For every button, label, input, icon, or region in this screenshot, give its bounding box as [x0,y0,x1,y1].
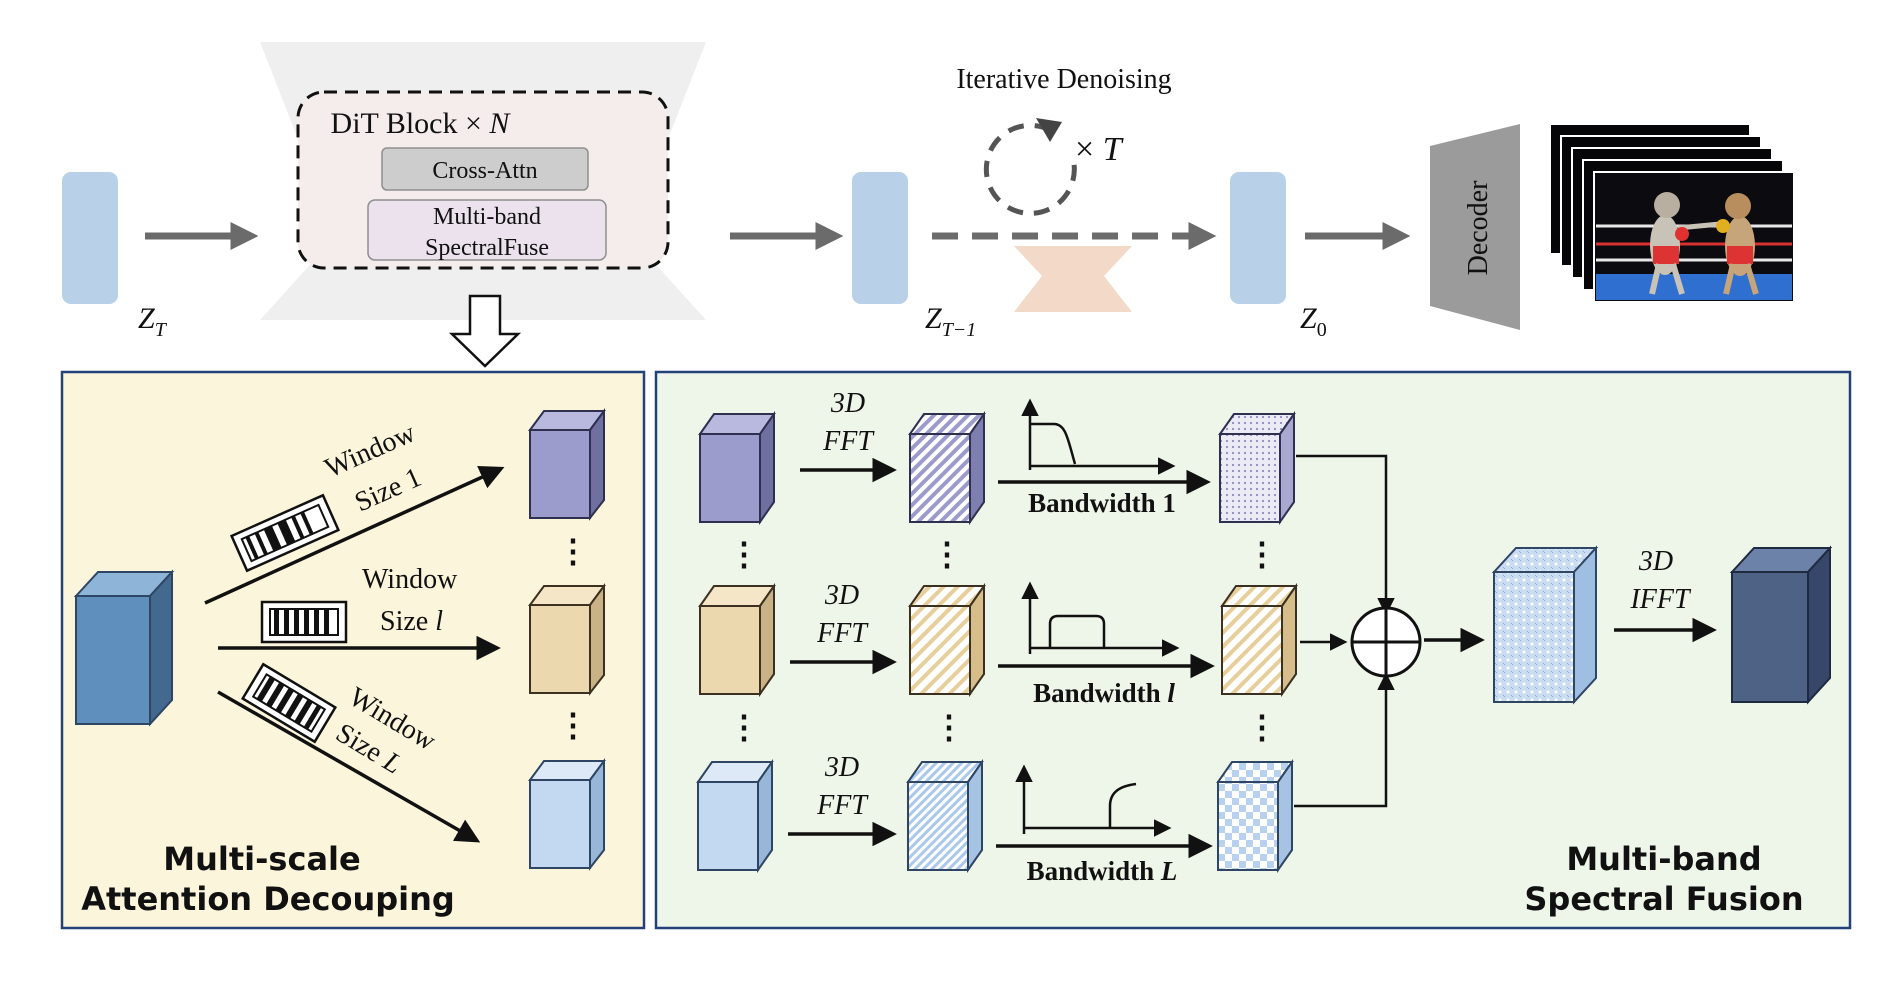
cube-band-l [1220,582,1298,698]
cube-output [1729,545,1833,705]
cube-band-1 [1218,410,1296,526]
vdots-r1a: ⋮ [728,536,760,572]
cube-freq-l [908,582,986,698]
vdots-left-2: ⋮ [557,707,589,743]
cube-freq-L [906,758,984,874]
connector-band-L [1294,672,1395,808]
bandwidth-L-label: Bandwidth L [1027,856,1178,886]
ifft-3d-label: 3D [1638,546,1673,577]
vdots-r2c: ⋮ [1246,709,1278,745]
filter-L-curve [1108,782,1137,828]
window-l-line1: Window [362,564,458,595]
latent-z0 [1230,172,1286,304]
mini-hourglass [1014,246,1132,312]
bandwidth-1-label: Bandwidth 1 [1028,488,1176,518]
bandwidth-l-label: Bandwidth l [1033,678,1175,708]
boxing-image [1549,123,1795,303]
right-panel-title-2: Spectral Fusion [1524,880,1803,918]
cube-input-L [696,758,774,874]
hollow-down-arrow-icon [448,294,522,368]
cube-window-L [528,757,606,871]
left-panel-title-2: Attention Decouping [81,880,455,918]
ifft-label: IFFT [1629,584,1692,615]
fft-row1: FFT [822,426,875,457]
spectral-fuse-line1: Multi-band [433,204,541,230]
latent-zt-minus-1 [852,172,908,304]
fft-row2: FFT [816,618,869,649]
fft-3d-row2: 3D [824,580,859,611]
window-l-line2: Size l [380,606,443,637]
spectral-fuse-box [367,199,607,261]
vdots-r1c: ⋮ [1246,536,1278,572]
filter-1-curve [1030,422,1077,465]
circle-plus-icon [1350,606,1422,678]
vdots-r2b: ⋮ [933,709,965,745]
cube-input-l [698,582,776,698]
arrow-window-L [217,690,481,843]
fft-3d-row1: 3D [830,388,865,419]
window-icon-L [240,662,338,744]
label-zt: ZT [138,302,168,341]
spectral-fuse-line2: SpectralFuse [425,235,549,261]
connector-band-1 [1296,454,1395,616]
input-cube [73,569,175,727]
dit-title: DiT Block × N [331,107,512,140]
times-t-label: × T [1075,131,1124,168]
loop-arrow-icon [983,122,1077,216]
label-zt-minus-1: ZT−1 [925,302,976,341]
cube-input-1 [698,410,776,526]
latent-zt [62,172,118,304]
vdots-left-1: ⋮ [557,533,589,569]
filter-l-curve [1048,614,1106,648]
vdots-r1b: ⋮ [931,536,963,572]
right-panel-title-1: Multi-band [1566,840,1761,878]
cross-attn-box [381,147,589,191]
label-z0: Z0 [1300,302,1327,341]
vdots-r2a: ⋮ [728,709,760,745]
loop-arrowhead [1036,118,1062,142]
window-icon-1 [229,493,341,573]
arrow-window-1 [204,465,505,605]
window-icon-l [260,600,348,644]
cube-window-1 [528,407,606,521]
cross-attn-label: Cross-Attn [432,158,537,184]
fft-row3: FFT [816,790,869,821]
decoder-block [1430,124,1520,330]
iterative-denoising-label: Iterative Denoising [956,64,1171,95]
cube-fused [1491,545,1599,705]
decoder-label: Decoder [1463,180,1494,276]
cube-freq-1 [908,410,986,526]
cube-band-L [1216,758,1294,874]
cube-window-l [528,582,606,696]
left-panel-title-1: Multi-scale [163,840,360,878]
fft-3d-row3: 3D [824,752,859,783]
